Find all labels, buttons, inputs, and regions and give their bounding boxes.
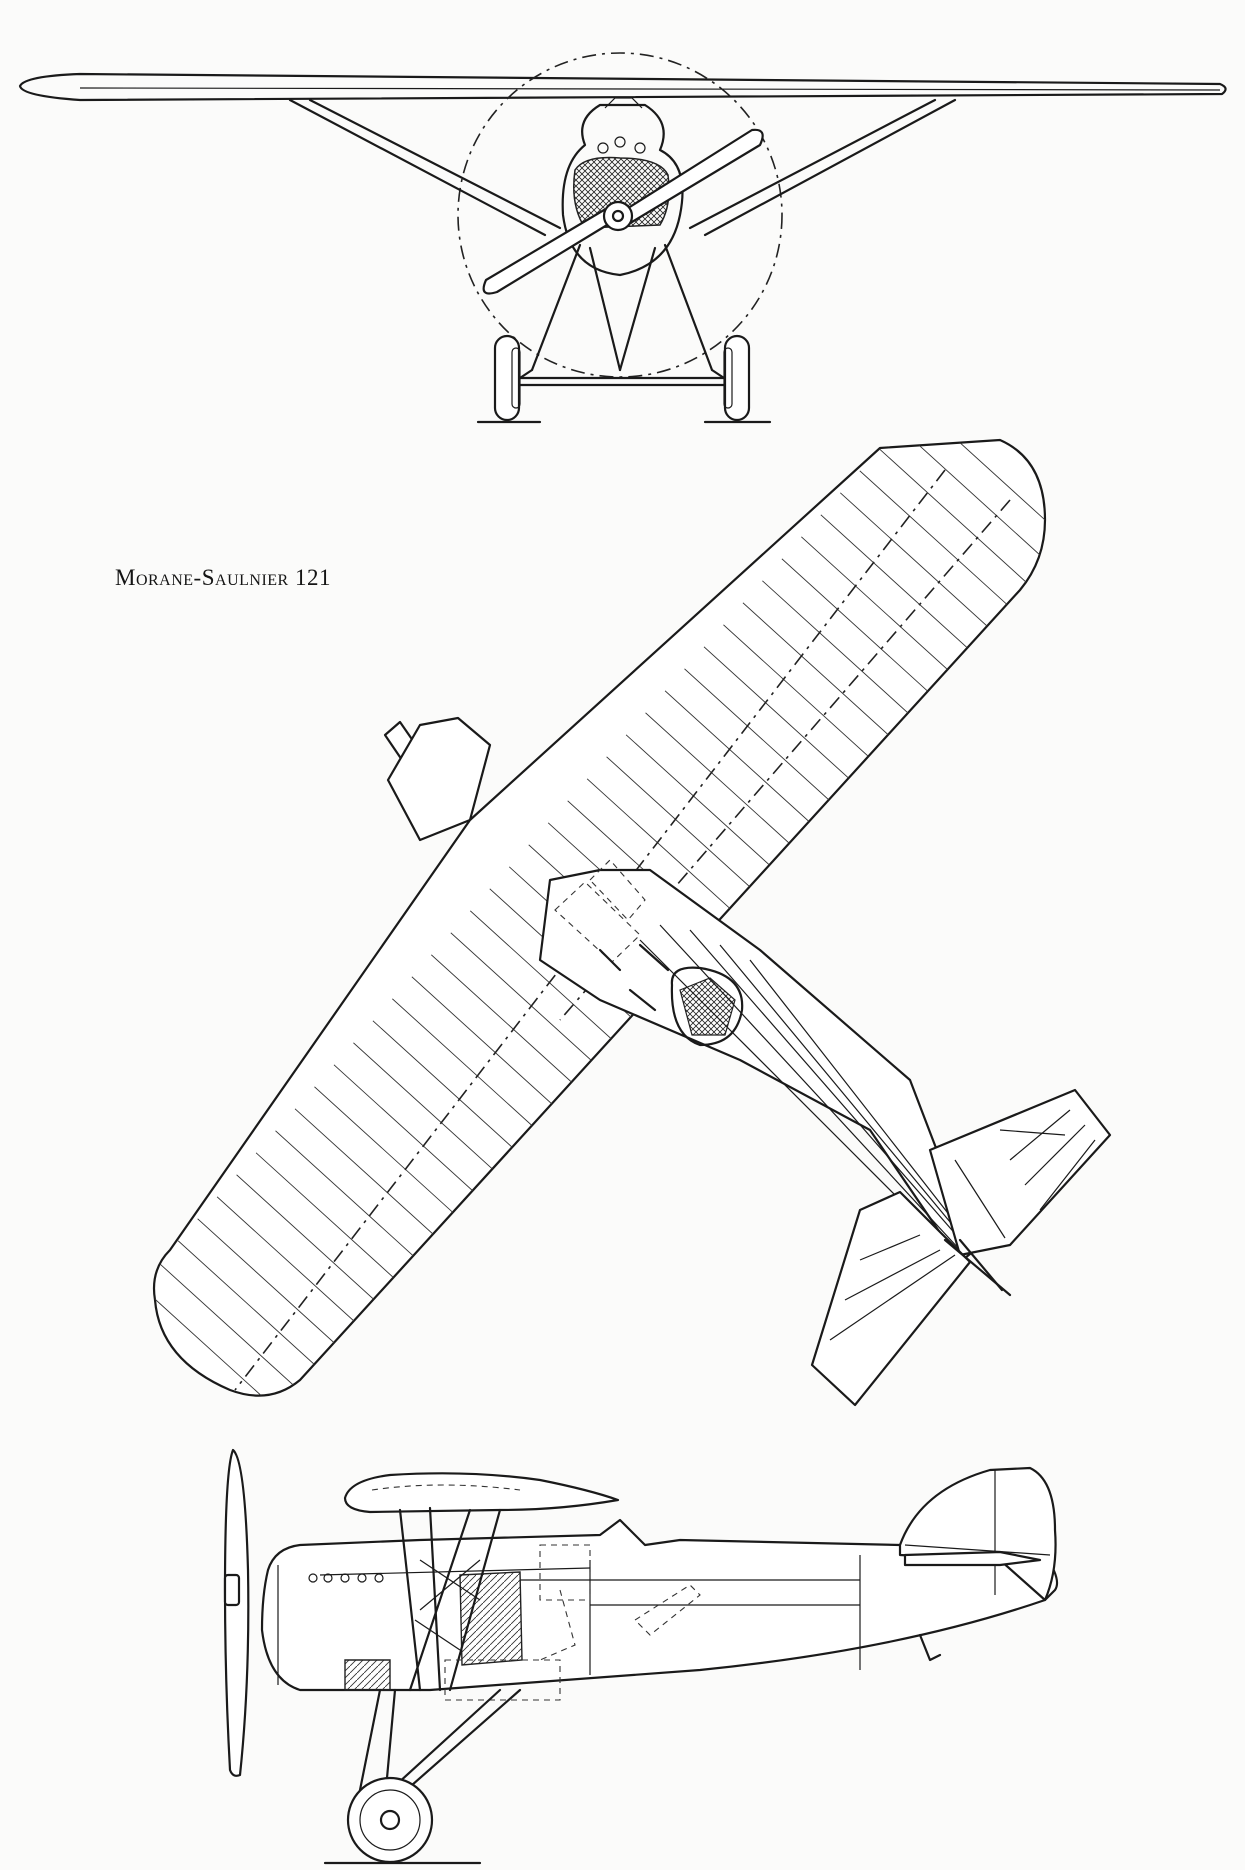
wing-rib	[154, 1183, 369, 1396]
aircraft-caption: Morane-Saulnier 121	[115, 565, 331, 590]
plan-view	[152, 438, 1112, 1407]
side-view	[223, 1448, 1059, 1865]
wing-rib	[841, 440, 1045, 605]
wing-rib	[821, 440, 1045, 627]
front-view	[18, 52, 1227, 424]
wing-rib	[802, 440, 1045, 649]
wing-rib	[154, 1205, 349, 1396]
